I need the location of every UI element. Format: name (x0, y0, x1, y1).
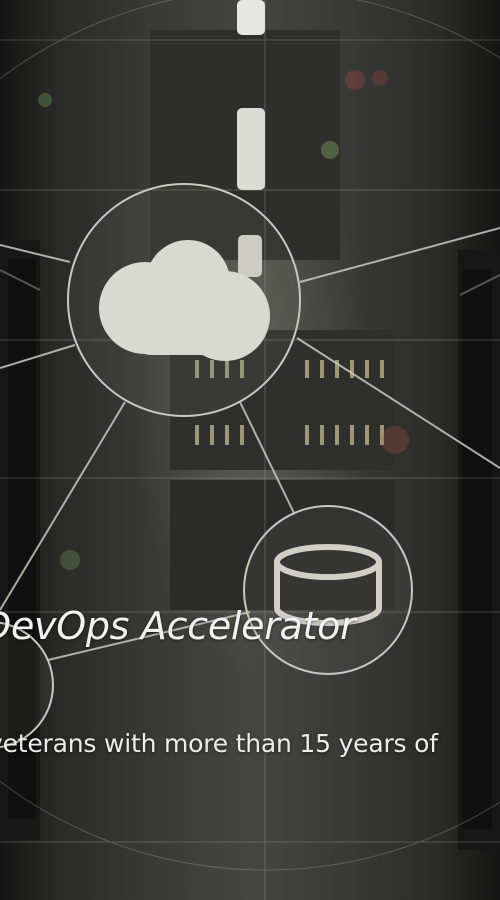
cloud-icon (99, 240, 270, 361)
network-connectors (0, 227, 500, 661)
hero-headline: DevOps Accelerator (0, 604, 356, 648)
database-icon (274, 544, 382, 626)
server-lights (38, 0, 409, 570)
database-node (243, 505, 413, 675)
server-rack-left (0, 240, 41, 840)
server-rack-right (458, 250, 500, 850)
hero-subtext: veterans with more than 15 years of (0, 729, 438, 758)
cloud-node (67, 183, 301, 417)
partial-node-left (0, 621, 54, 749)
server-rack-center (150, 30, 395, 610)
